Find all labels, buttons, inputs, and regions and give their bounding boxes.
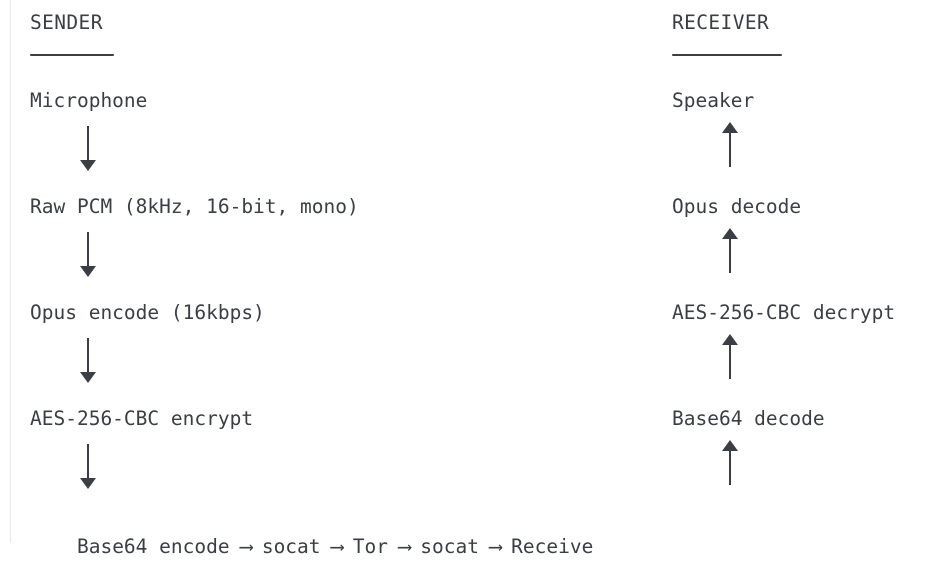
sender-connector-stem-2 <box>87 232 89 266</box>
chain-node-socat-1: socat <box>261 535 321 558</box>
sender-connector-stem-1 <box>87 126 89 160</box>
chain-node-receive: Receive <box>511 535 594 558</box>
transport-chain-row: Base64 encode ⟶ socat ⟶ Tor ⟶ socat ⟶ Re… <box>30 508 593 586</box>
sender-step-opus-encode: Opus encode (16kbps) <box>30 301 265 324</box>
chain-arrow-right-icon-2: ⟶ <box>320 535 353 558</box>
receiver-step-opus-decode: Opus decode <box>672 195 802 218</box>
receiver-connector-stem-3 <box>729 345 731 379</box>
sender-step-raw-pcm: Raw PCM (8kHz, 16-bit, mono) <box>30 195 359 218</box>
receiver-arrow-up-icon-4 <box>722 440 738 451</box>
receiver-arrow-up-icon-2 <box>722 228 738 239</box>
chain-arrow-right-icon-3: ⟶ <box>388 535 421 558</box>
code-block-left-rule <box>10 0 11 543</box>
pipeline-diagram: SENDER Microphone Raw PCM (8kHz, 16-bit,… <box>10 0 896 558</box>
receiver-step-base64-decode: Base64 decode <box>672 407 825 430</box>
chain-node-socat-2: socat <box>420 535 479 558</box>
receiver-arrow-up-icon-3 <box>722 334 738 345</box>
sender-connector-stem-3 <box>87 338 89 372</box>
sender-heading-underline <box>30 54 114 56</box>
sender-step-aes-encrypt: AES-256-CBC encrypt <box>30 407 254 430</box>
chain-arrow-right-icon-1: ⟶ <box>229 535 262 558</box>
receiver-connector-stem-1 <box>729 133 731 167</box>
sender-heading: SENDER <box>30 11 103 34</box>
sender-arrow-down-icon-2 <box>80 266 96 277</box>
chain-node-tor: Tor <box>352 535 388 558</box>
receiver-connector-stem-2 <box>729 239 731 273</box>
sender-arrow-down-icon-1 <box>80 160 96 171</box>
receiver-step-aes-decrypt: AES-256-CBC decrypt <box>672 301 896 324</box>
sender-arrow-down-icon-4 <box>80 478 96 489</box>
receiver-arrow-up-icon-1 <box>722 122 738 133</box>
chain-arrow-right-icon-4: ⟶ <box>478 535 512 558</box>
receiver-connector-stem-4 <box>729 451 731 485</box>
receiver-heading-underline <box>672 54 782 56</box>
receiver-heading: RECEIVER <box>672 11 770 34</box>
sender-connector-stem-4 <box>87 444 89 478</box>
sender-step-microphone: Microphone <box>30 89 148 112</box>
sender-arrow-down-icon-3 <box>80 372 96 383</box>
chain-node-base64-encode: Base64 encode <box>76 535 230 558</box>
receiver-step-speaker: Speaker <box>672 89 755 112</box>
